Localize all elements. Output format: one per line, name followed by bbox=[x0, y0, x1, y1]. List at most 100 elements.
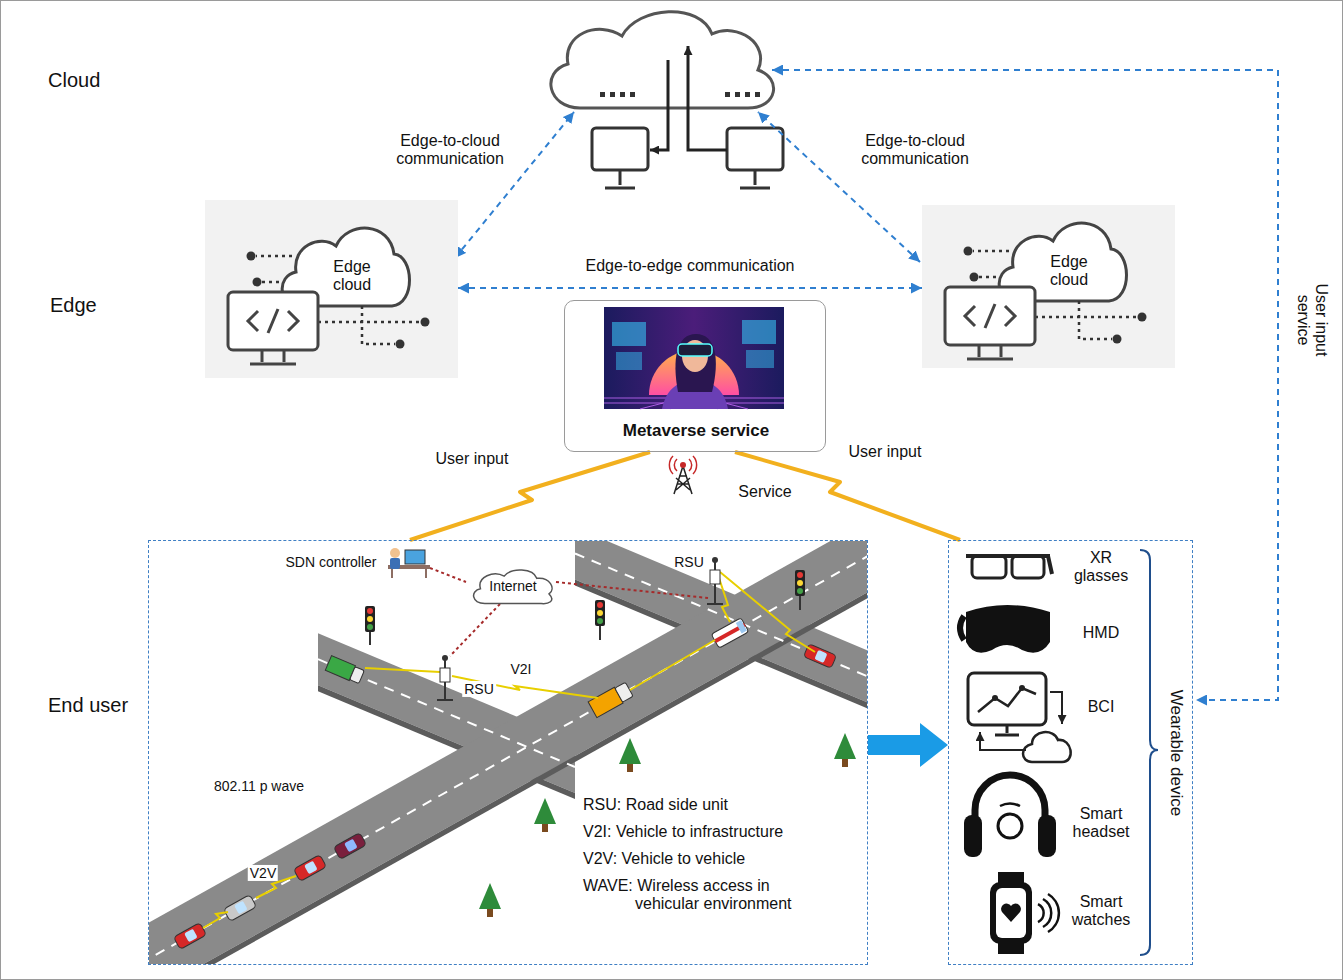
smartwatch-icon bbox=[990, 882, 1032, 944]
connector bbox=[735, 452, 960, 540]
cloud-icon bbox=[551, 12, 774, 108]
metaverse-picture bbox=[604, 307, 784, 409]
xr-glasses-icon bbox=[972, 556, 1006, 578]
traffic-light bbox=[597, 610, 603, 616]
edge-cloud-box: Edge cloud bbox=[205, 200, 458, 378]
cloud-data-arrow bbox=[650, 60, 668, 150]
traffic-light bbox=[797, 580, 803, 586]
vehicle bbox=[615, 682, 633, 702]
cloud-icon bbox=[735, 92, 740, 97]
edge-cloud-icon bbox=[967, 345, 1013, 359]
bci-icon bbox=[978, 688, 1036, 712]
device-label: Smart headset bbox=[1066, 805, 1136, 842]
device-label: Smart watches bbox=[1066, 893, 1136, 930]
vehicle bbox=[184, 929, 198, 943]
antenna-tower bbox=[669, 456, 696, 494]
edge-cloud-icon bbox=[1138, 313, 1147, 322]
bci-icon bbox=[995, 725, 1019, 735]
wearable-device-panel: XR glassesHMDBCISmart headsetSmart watch… bbox=[948, 540, 1193, 965]
bci-icon bbox=[968, 673, 1071, 762]
device-label: RSU bbox=[674, 554, 704, 570]
edge-label: Edge-to-edge communication bbox=[583, 257, 796, 275]
cloud-icon bbox=[610, 92, 615, 97]
bracket bbox=[1140, 550, 1158, 955]
edge-cloud-icon bbox=[970, 273, 979, 282]
antenna-tower bbox=[680, 462, 686, 468]
group-label: Wearable device bbox=[1166, 690, 1186, 816]
abbreviation-note: V2V: Vehicle to vehicle bbox=[583, 850, 745, 868]
bci-icon bbox=[980, 732, 1026, 750]
traffic-light bbox=[597, 618, 603, 624]
cloud-data-arrow bbox=[688, 46, 727, 150]
vehicle bbox=[814, 650, 827, 663]
link-label: Service bbox=[738, 483, 791, 501]
metaverse-picture bbox=[604, 307, 784, 409]
cloud-icon bbox=[600, 92, 605, 97]
headset-icon bbox=[998, 814, 1022, 838]
bci-icon bbox=[1050, 692, 1062, 724]
headset-icon bbox=[964, 775, 1056, 857]
edge-cloud-icon bbox=[396, 340, 405, 349]
smartwatch-icon bbox=[1038, 894, 1059, 932]
connector bbox=[868, 723, 948, 767]
hmd-icon bbox=[960, 616, 964, 640]
antenna-tower bbox=[669, 456, 696, 474]
smartwatch-icon bbox=[1001, 904, 1021, 922]
vehicle bbox=[333, 833, 366, 860]
traffic-light bbox=[367, 624, 373, 630]
link-label: 802.11 p wave bbox=[214, 778, 304, 794]
vehicle bbox=[588, 681, 633, 717]
edge-cloud-box: Edge cloud bbox=[922, 205, 1175, 368]
vehicle bbox=[350, 667, 365, 684]
vehicle bbox=[333, 833, 366, 860]
cloud-icon bbox=[745, 92, 750, 97]
metaverse-picture bbox=[675, 334, 715, 392]
bci-icon bbox=[992, 695, 998, 701]
traffic-light bbox=[595, 600, 605, 626]
server-monitor bbox=[605, 170, 635, 188]
metaverse-picture bbox=[616, 352, 642, 370]
rsu-antenna bbox=[440, 668, 450, 682]
edge-cloud-icon bbox=[228, 292, 318, 350]
server-monitor bbox=[727, 128, 783, 170]
vehicle bbox=[173, 923, 206, 950]
vehicle bbox=[304, 861, 318, 875]
rsu-antenna bbox=[442, 655, 448, 661]
traffic-light bbox=[797, 572, 803, 578]
vehicle bbox=[325, 656, 364, 685]
link-label: V2V bbox=[248, 865, 278, 881]
traffic-light bbox=[367, 616, 373, 622]
sdn-controller-icon bbox=[405, 550, 425, 564]
cloud-icon bbox=[551, 12, 774, 108]
edge-cloud-icon bbox=[248, 309, 298, 333]
hmd-icon bbox=[966, 605, 1050, 653]
smartwatch-icon bbox=[990, 872, 1059, 954]
sdn-controller-icon bbox=[388, 548, 430, 578]
bci-icon bbox=[1019, 685, 1025, 691]
link-label: Edge-to-cloud communication bbox=[850, 132, 980, 169]
edge-cloud-icon bbox=[253, 278, 262, 287]
road bbox=[149, 541, 867, 964]
link-label: Edge-to-cloud communication bbox=[385, 132, 515, 169]
traffic-light bbox=[365, 606, 375, 632]
headset-icon bbox=[975, 775, 1045, 830]
vehicle bbox=[293, 855, 326, 882]
edge-panel-ground bbox=[205, 200, 458, 378]
metaverse-picture bbox=[678, 344, 712, 356]
rsu-antenna bbox=[712, 557, 718, 563]
headset-icon bbox=[964, 815, 982, 857]
internet-cloud: Internet bbox=[469, 568, 557, 605]
connector bbox=[458, 287, 922, 289]
vehicle bbox=[173, 923, 206, 950]
edge-cloud-icon bbox=[228, 228, 430, 364]
device-label: XR glasses bbox=[1066, 549, 1136, 586]
cloud-icon bbox=[630, 92, 635, 97]
abbreviation-note: V2I: Vehicle to infrastructure bbox=[583, 823, 783, 841]
internet-link bbox=[430, 568, 708, 656]
edge-cloud-icon bbox=[945, 287, 1035, 345]
smartwatch-icon bbox=[996, 888, 1026, 938]
node-label: Edge cloud bbox=[317, 258, 387, 295]
